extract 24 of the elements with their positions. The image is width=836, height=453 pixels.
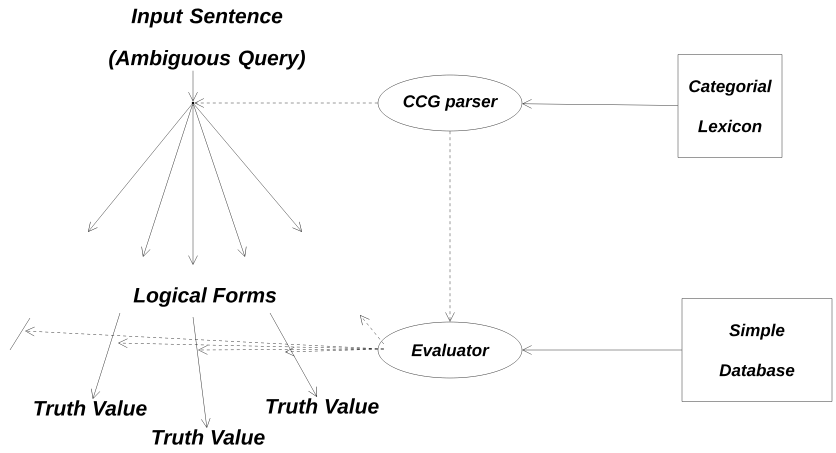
- input-label: Input Sentence (Ambiguous Query): [109, 8, 305, 70]
- arrow: [522, 99, 678, 109]
- arrow: [194, 98, 378, 108]
- junction-point: [192, 102, 194, 104]
- arrow: [188, 70, 198, 102]
- result-label: Truth Value: [34, 400, 147, 416]
- arrow: [285, 347, 384, 356]
- result-label: Truth Value: [266, 398, 379, 414]
- arrow: [270, 312, 317, 397]
- arrow: [522, 345, 682, 355]
- arrow: [360, 315, 384, 344]
- arrow: [91, 312, 120, 399]
- arrow: [141, 104, 193, 257]
- arrow: [192, 316, 210, 428]
- result-label: Truth Value: [152, 429, 265, 445]
- arrow: [194, 104, 302, 232]
- source-box: Categorial Lexicon: [678, 54, 782, 158]
- arrow: [188, 104, 198, 265]
- arrow: [193, 104, 246, 257]
- arrow: [198, 345, 384, 355]
- source-box: Simple Database: [682, 298, 832, 402]
- arrow: [88, 104, 192, 232]
- output-label: Logical Forms: [134, 287, 276, 307]
- arrow: [445, 131, 455, 322]
